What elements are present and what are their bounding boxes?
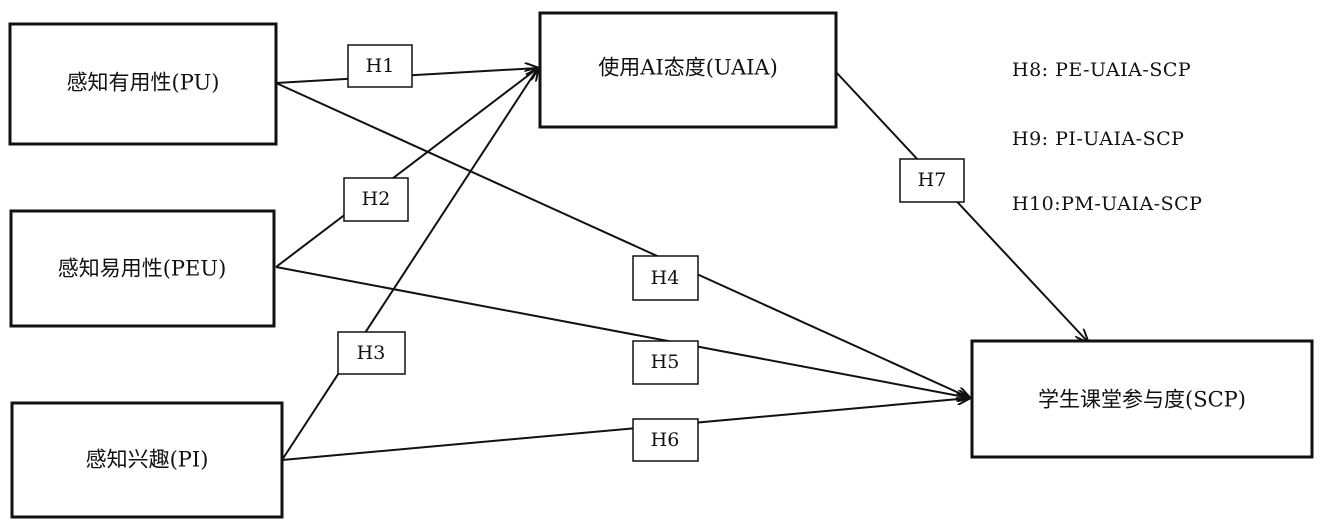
node-uaia-label: 使用AI态度(UAIA)	[598, 56, 778, 80]
edge-peu-scp	[275, 266, 970, 398]
mediation-notes: H8: PE-UAIA-SCP H9: PI-UAIA-SCP H10:PM-U…	[1012, 59, 1202, 215]
hypothesis-h2-label: H2	[362, 188, 391, 210]
node-pu-label: 感知有用性(PU)	[67, 71, 220, 95]
hypothesis-h5: H5	[632, 340, 699, 385]
hypothesis-h4-label: H4	[651, 267, 680, 289]
hypothesis-h1-label: H1	[366, 55, 395, 77]
hypothesis-h3: H3	[337, 331, 406, 375]
note-h9: H9: PI-UAIA-SCP	[1012, 128, 1184, 150]
node-uaia: 使用AI态度(UAIA)	[538, 11, 838, 129]
edge-pi-scp	[281, 398, 970, 461]
hypothesis-h6: H6	[632, 418, 699, 462]
node-peu-label: 感知易用性(PEU)	[58, 257, 227, 281]
note-h10: H10:PM-UAIA-SCP	[1012, 193, 1202, 215]
hypothesis-h5-label: H5	[651, 351, 680, 373]
hypothesis-h1: H1	[347, 44, 413, 88]
node-pi: 感知兴趣(PI)	[10, 401, 284, 519]
hypothesis-h4: H4	[632, 255, 699, 301]
node-pi-label: 感知兴趣(PI)	[86, 448, 209, 472]
node-scp: 学生课堂参与度(SCP)	[970, 339, 1314, 459]
hypothesis-h3-label: H3	[357, 342, 386, 364]
edge-pu-scp	[275, 82, 970, 398]
node-peu: 感知易用性(PEU)	[9, 209, 276, 328]
node-scp-label: 学生课堂参与度(SCP)	[1038, 388, 1246, 412]
note-h8: H8: PE-UAIA-SCP	[1012, 59, 1191, 81]
hypothesis-h7: H7	[899, 158, 965, 203]
hypothesis-h2: H2	[343, 177, 409, 222]
hypothesis-h7-label: H7	[918, 169, 947, 191]
edge-peu-uaia	[275, 68, 538, 268]
node-pu: 感知有用性(PU)	[8, 22, 278, 146]
hypothesis-h6-label: H6	[651, 429, 680, 451]
edge-pi-uaia	[281, 68, 538, 461]
edge-uaia-scp	[835, 71, 1088, 342]
